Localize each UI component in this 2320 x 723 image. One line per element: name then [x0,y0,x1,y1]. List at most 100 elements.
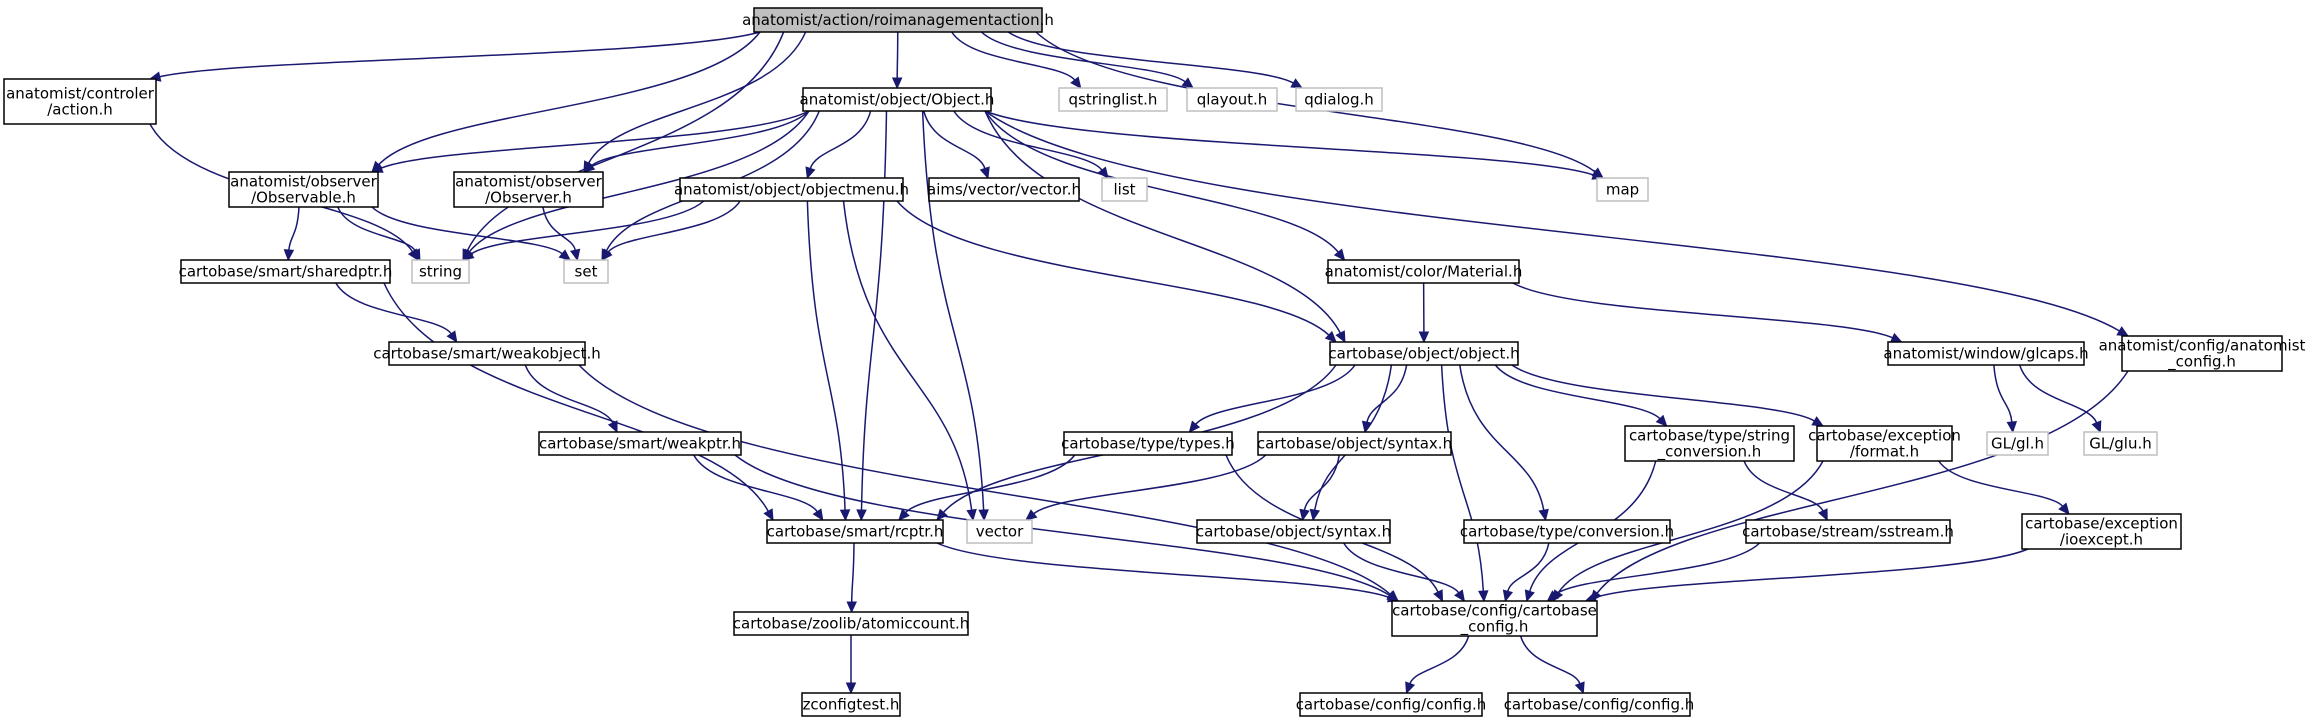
node-vector: vector [966,519,1033,544]
edge-arrowhead [1405,681,1416,695]
edge-object_h-to-observer [582,110,810,173]
node-observer[interactable]: anatomist/observer/Observer.h [453,171,604,208]
edge-cb_config-to-config_a [1405,635,1470,695]
node-rcptr[interactable]: cartobase/smart/rcptr.h [766,519,944,544]
edge-arrowhead [1811,416,1825,427]
edge-line [466,31,785,252]
edge-root-to-controler_action [148,31,761,82]
edge-material-to-cb_object [1418,282,1430,344]
edge-arrowhead [1655,414,1668,427]
edge-observable-to-string [337,206,421,262]
edge-line [984,110,2120,332]
edge-arrowhead [2116,326,2130,337]
edge-weakobject-to-weakptr [524,364,618,434]
node-box [1596,177,1649,202]
node-label: cartobase/config/config.h [1296,696,1487,714]
edge-line [337,206,417,252]
edge-weakptr-to-rcptr [693,454,824,522]
node-objectmenu[interactable]: anatomist/object/objectmenu.h [674,177,909,202]
edge-arrowhead [1324,330,1337,343]
edge-objectmenu-to-string [462,200,705,261]
node-list: list [1101,177,1148,202]
edge-arrowhead [446,330,458,344]
edge-line [1195,364,1356,425]
node-label: aims/vector/vector.h [927,181,1081,199]
node-object-h[interactable]: anatomist/object/Object.h [800,87,995,112]
edge-arrowhead [558,249,571,261]
node-label: anatomist/config/anatomist [2099,337,2306,355]
edge-line [1594,548,2029,599]
edge-cb_object-to-cb_config [1440,364,1489,603]
node-weakptr[interactable]: cartobase/smart/weakptr.h [538,431,742,456]
node-cb-object[interactable]: cartobase/object/object.h [1328,341,1520,366]
edge-line [896,31,899,79]
node-sstream[interactable]: cartobase/stream/sstream.h [1742,519,1954,544]
edge-line [1007,31,1294,84]
node-layer: anatomist/action/roimanagementaction.h an… [3,7,2306,717]
node-syntax-b[interactable]: cartobase/object/syntax.h [1196,519,1391,544]
edge-line [380,110,810,169]
node-aims-vector[interactable]: aims/vector/vector.h [927,177,1081,202]
edge-observable-to-sharedptr [283,206,300,262]
node-box [2121,335,2283,372]
node-atomiccount[interactable]: cartobase/zoolib/atomiccount.h [733,611,969,636]
node-box [1507,692,1691,717]
node-cb-config[interactable]: cartobase/config/cartobase_config.h [1391,600,1598,637]
node-label: qdialog.h [1304,91,1374,109]
node-weakobject[interactable]: cartobase/smart/weakobject.h [373,341,601,366]
edge-arrowhead [936,508,948,521]
edge-line [693,454,818,513]
node-label: anatomist/action/roimanagementaction.h [742,11,1054,29]
node-box [1295,87,1383,112]
node-label: string [419,263,462,281]
node-root[interactable]: anatomist/action/roimanagementaction.h [742,7,1054,33]
node-exc-format[interactable]: cartobase/exception/format.h [1808,425,1961,462]
edge-arrowhead [1524,589,1535,603]
edge-syntax_a-to-syntax_b [1299,454,1340,522]
node-box [733,611,969,636]
node-label: /Observable.h [251,189,356,207]
edge-line [371,206,563,255]
edge-object_h-to-vector [921,110,989,522]
edge-arrowhead [1538,508,1549,522]
edge-line [1303,454,1340,511]
edge-line [809,110,872,169]
edge-arrowhead [1181,77,1194,89]
node-label: cartobase/object/syntax.h [1196,523,1391,541]
node-glcaps[interactable]: anatomist/window/glcaps.h [1883,341,2089,366]
edge-cb_object-to-conversion [1459,364,1549,522]
node-controler-action[interactable]: anatomist/controler/action.h [3,78,157,125]
node-zconfigtest[interactable]: zconfigtest.h [801,692,901,717]
node-syntax-a[interactable]: cartobase/object/syntax.h [1257,431,1452,456]
edge-arrowhead [979,166,990,180]
node-label: anatomist/observer [230,173,377,191]
edge-line [1557,460,1824,593]
edge-weakobject-to-cb_config [578,364,1399,602]
node-config-b[interactable]: cartobase/config/config.h [1504,692,1695,717]
node-anat-config[interactable]: anatomist/config/anatomist_config.h [2099,335,2306,372]
node-types[interactable]: cartobase/type/types.h [1061,431,1235,456]
node-observable[interactable]: anatomist/observer/Observable.h [228,171,379,208]
node-ioexcept[interactable]: cartobase/exception/ioexcept.h [2021,513,2182,550]
node-label: list [1113,181,1135,199]
node-label: /format.h [1850,443,1919,461]
node-sharedptr[interactable]: cartobase/smart/sharedptr.h [179,259,393,284]
edge-syntax_a-to-vector [1025,454,1267,521]
node-label: cartobase/object/syntax.h [1257,435,1452,453]
node-string-conv[interactable]: cartobase/type/string_conversion.h [1624,425,1795,462]
edge-arrowhead [856,509,867,522]
edge-line [1743,460,1824,512]
node-conversion[interactable]: cartobase/type/conversion.h [1460,519,1674,544]
node-box [1299,692,1483,717]
edge-cb_object-to-string_conv [1494,364,1668,427]
node-config-a[interactable]: cartobase/config/config.h [1296,692,1487,717]
node-box [2083,431,2158,456]
node-label: anatomist/controler [6,85,155,103]
node-box [753,7,1043,33]
edge-line [984,110,1339,253]
node-label: cartobase/config/config.h [1504,696,1695,714]
edge-root-to-qlayout [980,31,1194,89]
edge-arrowhead [2058,502,2070,515]
edge-arrowhead [582,161,596,173]
node-material[interactable]: anatomist/color/Material.h [1325,259,1523,284]
